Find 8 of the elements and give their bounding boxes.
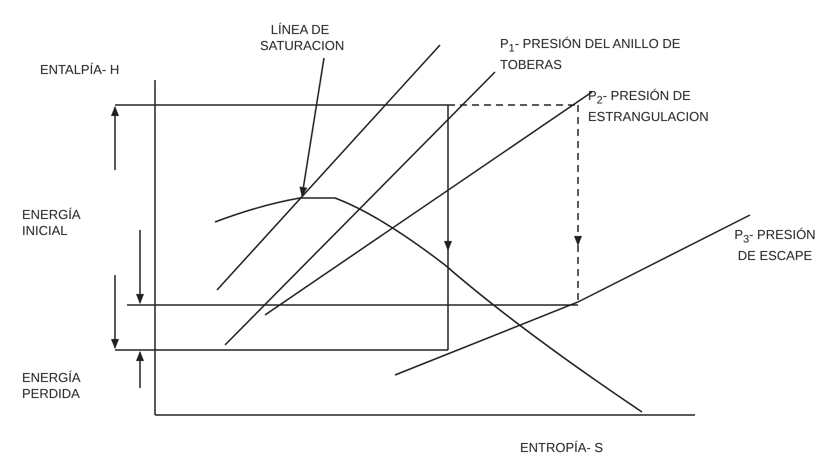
leader-arrow bbox=[299, 58, 325, 197]
energy-label: ENERGÍA PERDIDA bbox=[22, 370, 82, 402]
axis-title: ENTROPÍA- S bbox=[520, 440, 604, 456]
axis-title: ENTALPÍA- H bbox=[40, 62, 120, 78]
energy-label: ENERGÍA INICIAL bbox=[22, 207, 82, 239]
curve-label: P$_{1}$- PRESIÓN DEL ANILLO DE TOBERAS bbox=[500, 36, 682, 73]
saturation-curve bbox=[214, 197, 642, 413]
curve-label: P$_{3}$- PRESIÓN DE ESCAPE bbox=[733, 227, 817, 264]
